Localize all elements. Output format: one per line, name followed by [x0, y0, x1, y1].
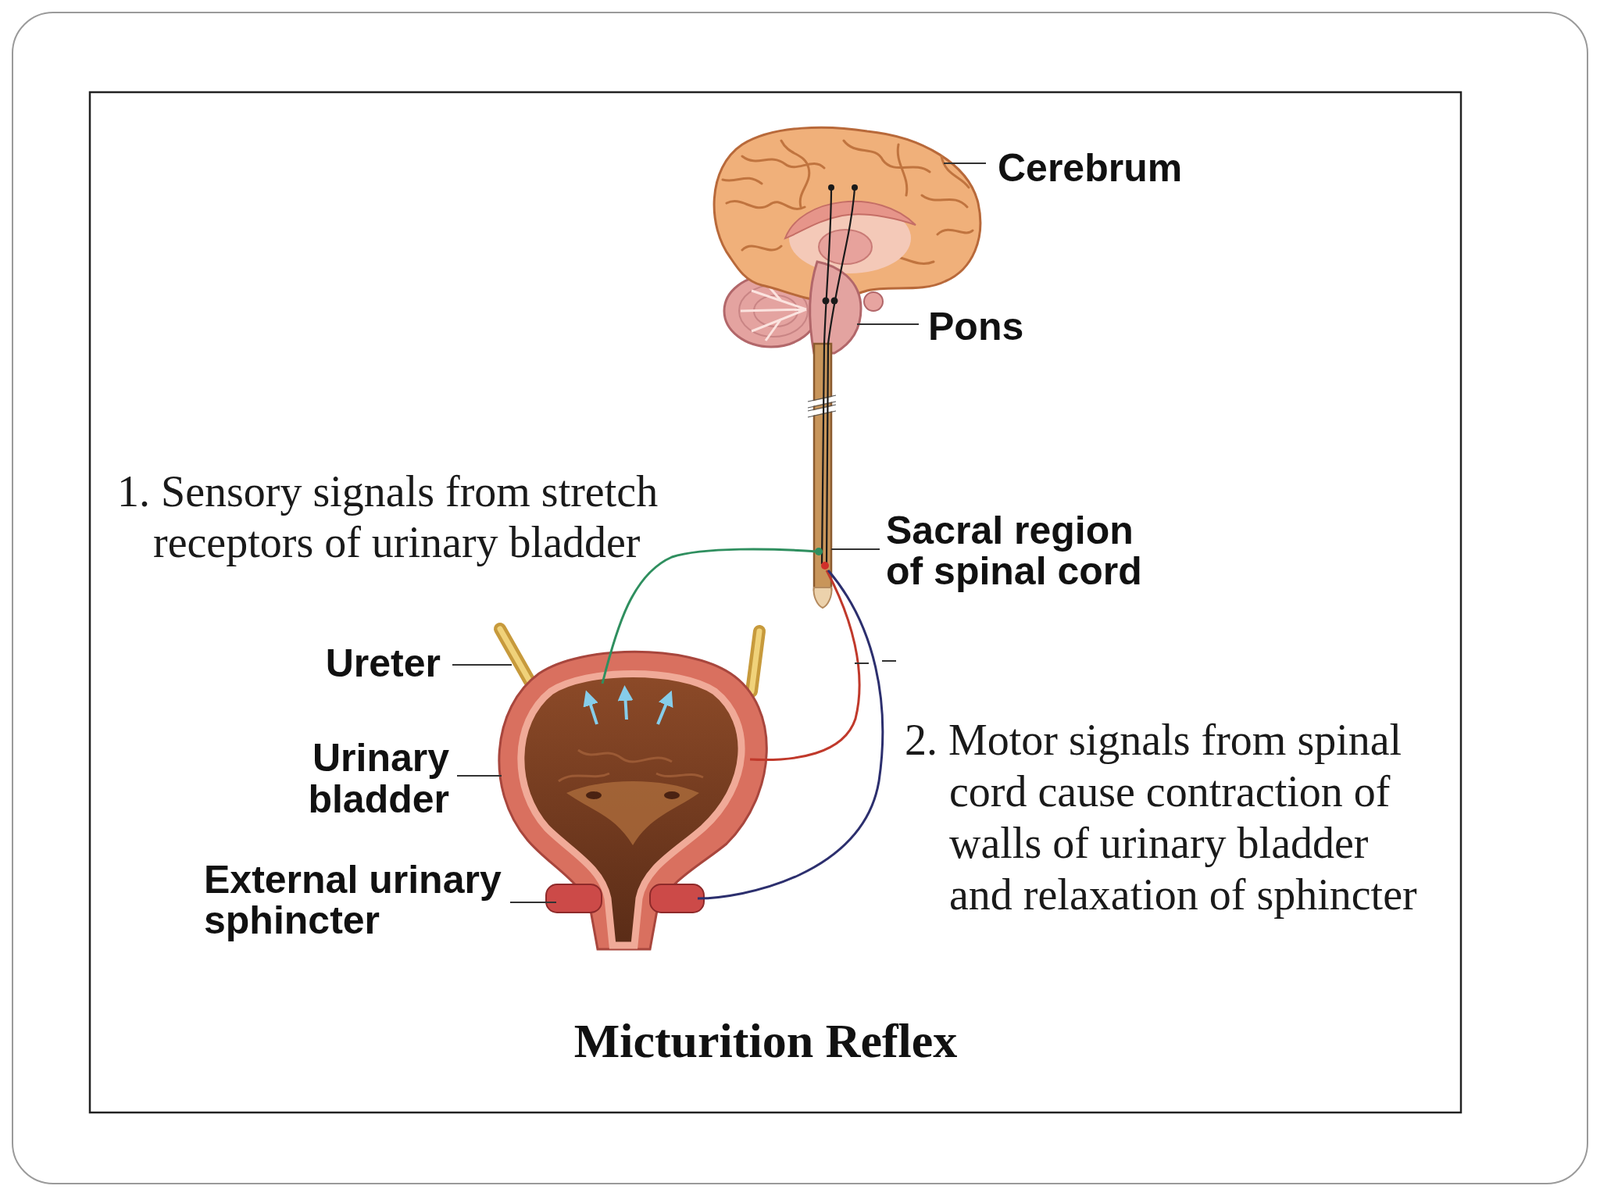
- text-line: External urinary: [203, 859, 502, 900]
- tract-dot: [822, 297, 830, 305]
- text-line: Pons: [928, 306, 1024, 347]
- ureter-tube: [751, 631, 760, 692]
- part-label: Sacral region of spinal cord: [885, 510, 1143, 592]
- motor-nerve-detrusor: [750, 570, 860, 760]
- text-line: Ureter: [325, 642, 441, 684]
- figure-caption: Micturition Reflex: [574, 1015, 958, 1066]
- sensory-nerve: [602, 549, 818, 684]
- part-label: External urinary sphincter: [203, 859, 502, 941]
- bladder-wall: [499, 651, 767, 950]
- slide-frame: [12, 12, 1588, 1184]
- ureteric-orifice: [664, 791, 680, 800]
- figure-border: [89, 92, 1461, 1113]
- mucosal-folds: [558, 750, 704, 782]
- part-label: Pons: [928, 306, 1024, 347]
- ureter-tube: [500, 628, 530, 682]
- stretch-arrow: [657, 697, 669, 725]
- text-line: cord cause contraction of: [904, 765, 1418, 818]
- pituitary: [864, 292, 883, 311]
- sphincter-band: [650, 884, 704, 913]
- text-line: 2. Motor signals from spinal: [904, 714, 1418, 766]
- text-line: sphincter: [203, 900, 502, 941]
- text-line: walls of urinary bladder: [904, 817, 1418, 869]
- ureteric-orifice: [585, 791, 602, 800]
- step-note: 1. Sensory signals from stretch receptor…: [117, 466, 658, 568]
- text-line: Cerebrum: [997, 147, 1183, 189]
- ureter-tube: [751, 631, 760, 692]
- text-line: receptors of urinary bladder: [117, 517, 658, 568]
- nerve-tick: [854, 660, 897, 664]
- text-line: bladder: [307, 778, 450, 821]
- text-line: and relaxation of sphincter: [904, 868, 1418, 921]
- stretch-arrow: [625, 692, 627, 720]
- text-line: Urinary: [307, 737, 450, 779]
- synapse-dot: [814, 547, 823, 556]
- tract-dot: [851, 184, 858, 191]
- bladder-lumen: [521, 674, 742, 947]
- part-label: Urinary bladder: [307, 737, 450, 821]
- trigone: [566, 781, 700, 846]
- ureter-tube: [500, 628, 530, 682]
- tract-dot: [828, 184, 835, 191]
- text-line: of spinal cord: [885, 550, 1143, 592]
- nerve-tract: [821, 187, 855, 565]
- text-line: 1. Sensory signals from stretch: [117, 466, 658, 518]
- step-note: 2. Motor signals from spinal cord cause …: [904, 714, 1418, 921]
- brainstem: [810, 261, 862, 354]
- synapse-dot: [821, 561, 829, 570]
- cord-break-edge: [807, 395, 836, 418]
- sphincter-band: [546, 884, 602, 913]
- part-label: Ureter: [325, 642, 441, 684]
- motor-nerve-sphincter: [697, 570, 883, 899]
- part-label: Cerebrum: [997, 147, 1183, 189]
- text-line: Sacral region: [885, 510, 1143, 551]
- gyri-lines: [722, 140, 973, 264]
- stretch-arrow: [588, 697, 597, 725]
- cord-tip: [814, 587, 833, 608]
- tract-dot: [831, 297, 839, 305]
